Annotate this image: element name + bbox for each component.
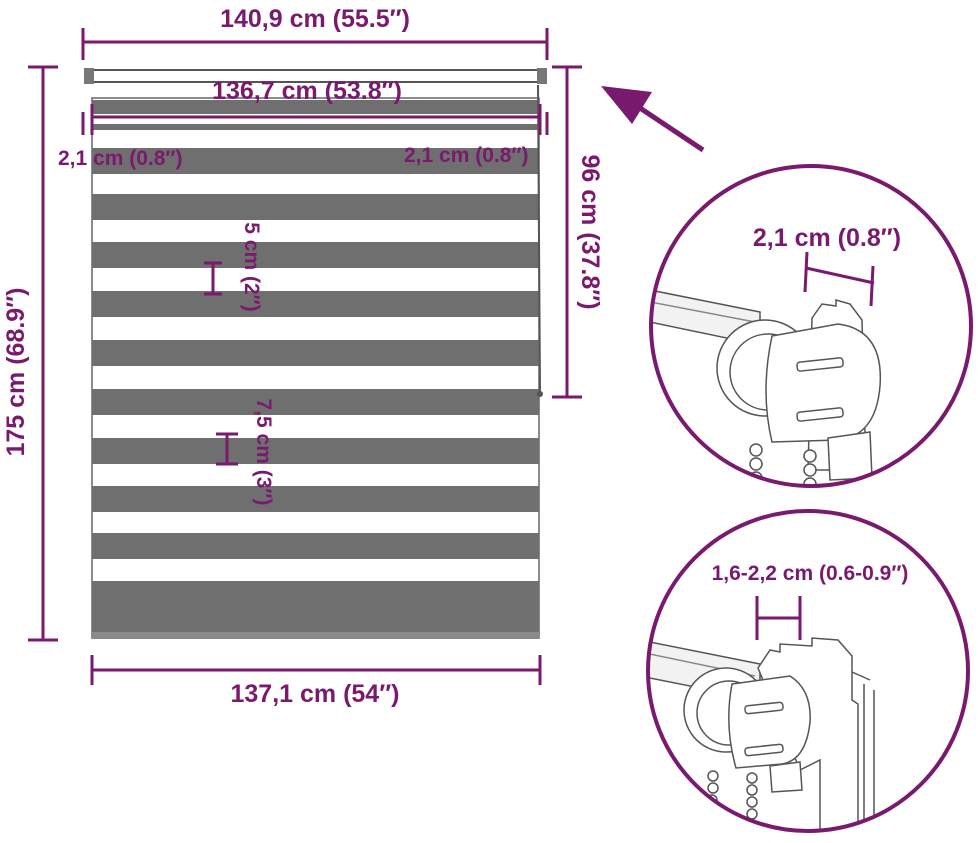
chain-weight — [537, 391, 543, 397]
bracket-right-label: 2,1 cm (0.8″) — [404, 144, 528, 167]
bracket-depth-tick-left — [803, 251, 809, 293]
roller-width-label: 136,7 cm (53.8″) — [212, 77, 402, 105]
pull-chain — [537, 84, 541, 395]
roller-blind — [84, 68, 547, 639]
total-width-label: 140,9 cm (55.5″) — [220, 5, 410, 33]
dimension-labels: 140,9 cm (55.5″) 136,7 cm (53.8″) 2,1 cm… — [2, 5, 604, 708]
fabric-stripe — [92, 148, 539, 174]
bracket-depth-line — [805, 266, 875, 285]
detail-circle-border-bottom — [646, 509, 970, 833]
clip-slot-bottom — [796, 407, 844, 422]
frame-chain-beads-right — [746, 772, 758, 820]
bracket-clip — [765, 323, 882, 443]
frame-depth-label: 1,6-2,2 cm (0.6-0.9″) — [712, 562, 909, 585]
frame-rail-a — [851, 671, 871, 681]
fabric-stripe — [92, 124, 539, 130]
stripe-narrow-label: 5 cm (2″) — [240, 222, 263, 311]
arrow-head — [601, 86, 652, 124]
fabric-stripe — [92, 438, 539, 464]
detail-arrow — [601, 86, 705, 153]
fabric-stripes — [92, 100, 539, 632]
left-end-cap — [84, 68, 94, 84]
fabric-stripe — [92, 606, 539, 632]
fabric-stripe — [92, 340, 539, 366]
frame-clip-base — [769, 761, 803, 793]
fabric-stripe — [92, 291, 539, 317]
arrow-shaft — [638, 105, 705, 153]
clip-base — [827, 431, 873, 481]
frame-clip-slot-bottom — [744, 743, 784, 757]
fabric-stripe — [92, 486, 539, 512]
stripe-wide-label: 7,5 cm (3″) — [252, 399, 275, 506]
cassette-edge — [651, 299, 756, 323]
frame-bracket-clip — [728, 675, 811, 769]
bracket-depth-tick-right — [869, 265, 875, 307]
fabric-stripe — [92, 581, 539, 607]
fabric-stripe — [92, 533, 539, 559]
fabric-stripe — [92, 100, 539, 114]
detail-circle-border-top — [649, 164, 973, 488]
clip-slot-top — [796, 357, 844, 372]
right-end-cap — [537, 68, 547, 84]
total-height-label: 175 cm (68.9″) — [2, 287, 30, 456]
bracket-left-label: 2,1 cm (0.8″) — [58, 147, 182, 170]
bottom-rail — [92, 632, 539, 639]
fabric-stripe — [92, 194, 539, 220]
chain-beads-left — [745, 443, 763, 486]
fabric-width-label: 137,1 cm (54″) — [230, 680, 399, 708]
fabric-stripe — [92, 242, 539, 268]
fabric-stripe — [92, 389, 539, 415]
frame-detail-circle: 1,6-2,2 cm (0.6-0.9″) — [646, 509, 970, 833]
bracket-detail-circle: 2,1 cm (0.8″) — [649, 164, 973, 488]
frame-clip-slot-top — [744, 701, 784, 715]
cassette-height-label: 96 cm (37.8″) — [576, 154, 604, 309]
dimension-lines — [28, 28, 582, 685]
bracket-depth-label: 2,1 cm (0.8″) — [753, 224, 901, 252]
